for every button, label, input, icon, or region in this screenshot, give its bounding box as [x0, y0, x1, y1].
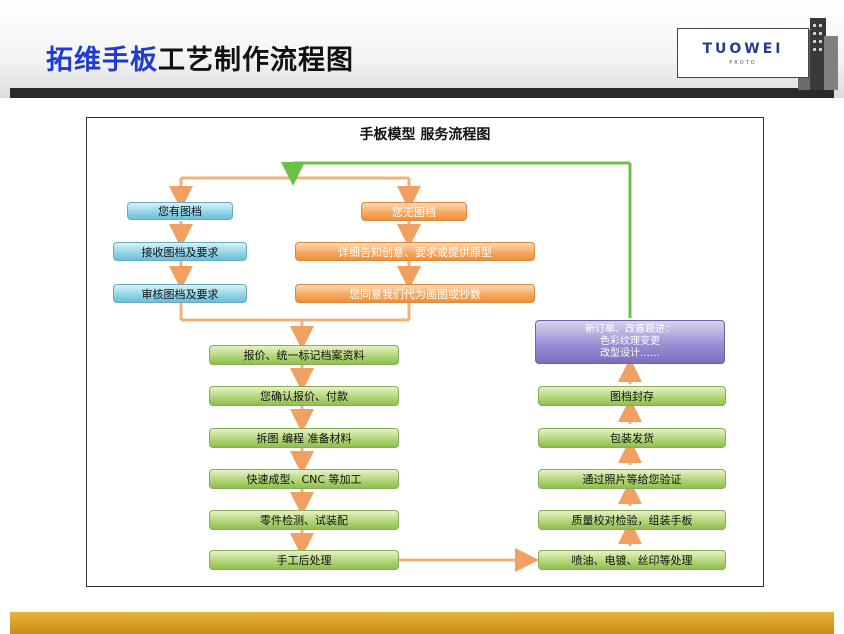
node-machining: 快速成型、CNC 等加工	[209, 469, 399, 489]
node-no-file: 您无图档	[361, 202, 467, 221]
node-hand-finish: 手工后处理	[209, 550, 399, 570]
company-logo: TUOWEI PROTO	[677, 28, 809, 78]
node-review-files: 审核图档及要求	[113, 284, 247, 303]
header-stripe	[10, 88, 834, 98]
node-quality-check: 质量校对检验，组装手板	[538, 510, 726, 530]
node-archive: 图档封存	[538, 386, 726, 406]
purple-line-1: 新订单、改善跟进：	[585, 324, 675, 335]
node-detail-requirements: 详细告知创意、要求或提供原型	[295, 242, 535, 261]
logo-text: TUOWEI	[702, 41, 784, 57]
node-confirm-pay: 您确认报价、付款	[209, 386, 399, 406]
logo-subtext: PROTO	[729, 60, 757, 66]
purple-line-3: 改型设计……	[600, 348, 660, 359]
title-blue-part: 拓维手板	[46, 45, 158, 76]
node-painting: 喷油、电镀、丝印等处理	[538, 550, 726, 570]
node-receive-files: 接收图档及要求	[113, 242, 247, 261]
node-ship: 包装发货	[538, 428, 726, 448]
page-title: 拓维手板工艺制作流程图	[46, 38, 354, 77]
node-agree-drawing: 您同意我们代为画图或抄数	[295, 284, 535, 303]
purple-line-2: 色彩纹理变更	[600, 336, 660, 347]
chart-title: 手板模型 服务流程图	[359, 127, 491, 143]
title-black-part: 工艺制作流程图	[158, 45, 354, 76]
node-quote: 报价、统一标记档案资料	[209, 345, 399, 365]
node-prepare: 拆图 编程 准备材料	[209, 428, 399, 448]
flowchart-frame: 手板模型 服务流程图	[86, 117, 764, 587]
node-photo-verify: 通过照片等给您验证	[538, 469, 726, 489]
node-inspection: 零件检测、试装配	[209, 510, 399, 530]
flow-arrows	[169, 161, 642, 572]
footer-bar	[10, 612, 834, 634]
node-new-order: 新订单、改善跟进： 色彩纹理变更 改型设计……	[535, 320, 725, 364]
node-has-file: 您有图档	[127, 202, 233, 220]
